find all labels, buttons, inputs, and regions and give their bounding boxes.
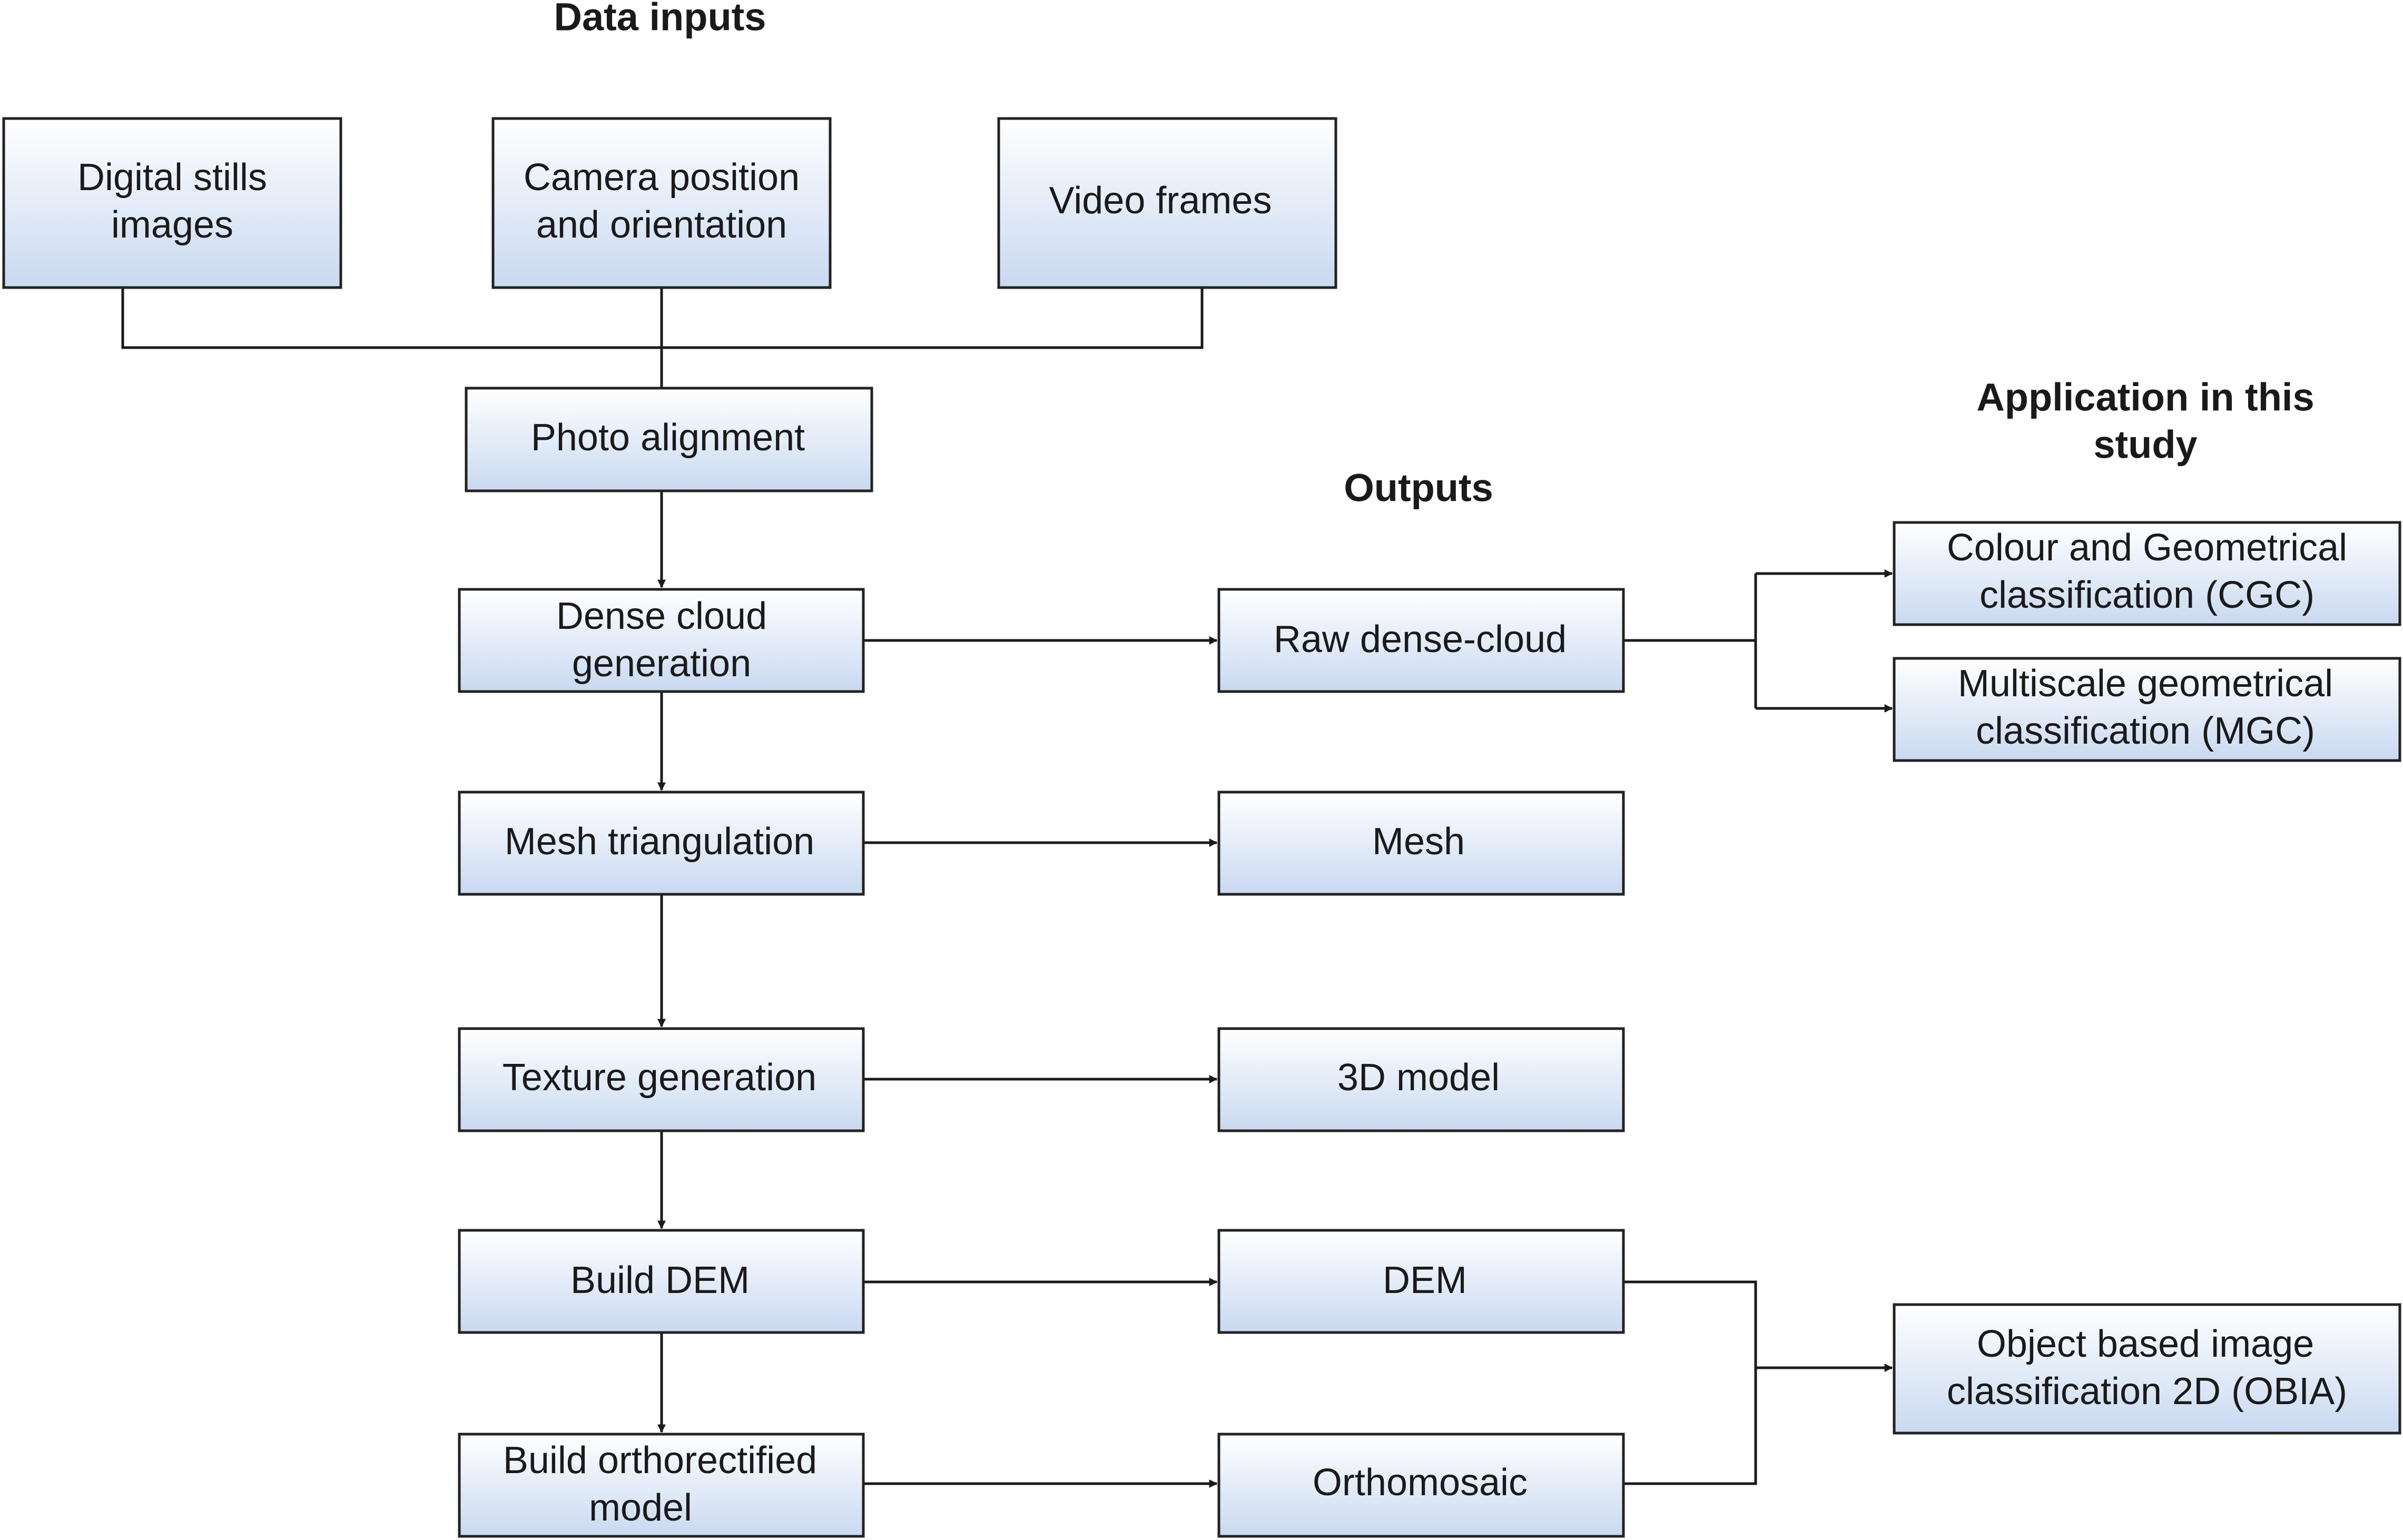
node-digital-stills-line-2: images	[111, 204, 233, 246]
node-3d-model-line-1: 3D model	[1337, 1057, 1500, 1099]
node-3d-model: 3D model	[1217, 1027, 1625, 1132]
node-obia-line-1: Object based image	[1977, 1323, 2314, 1365]
node-build-ortho: Build orthorectified model	[458, 1433, 865, 1538]
node-orthomosaic-line-1: Orthomosaic	[1313, 1462, 1528, 1504]
node-mgc: Multiscale geometrical classification (M…	[1893, 657, 2401, 762]
node-dem-output: DEM	[1217, 1229, 1625, 1334]
node-texture-generation: Texture generation	[458, 1027, 865, 1132]
heading-outputs-text: Outputs	[1344, 466, 1493, 510]
node-mesh-triangulation-line-1: Mesh triangulation	[505, 821, 814, 863]
node-cgc: Colour and Geometrical classification (C…	[1893, 521, 2401, 626]
node-build-dem: Build DEM	[458, 1229, 865, 1334]
node-camera-position-line-1: Camera position	[524, 156, 800, 199]
node-dense-cloud-line-2: generation	[572, 643, 751, 685]
node-mgc-line-1: Multiscale geometrical	[1958, 663, 2333, 705]
node-build-dem-line-1: Build DEM	[570, 1259, 750, 1301]
node-raw-dense-cloud-line-1: Raw dense-cloud	[1274, 618, 1567, 660]
node-dem-output-line-1: DEM	[1383, 1259, 1467, 1301]
node-dense-cloud: Dense cloud generation	[458, 588, 865, 693]
node-obia: Object based image classification 2D (OB…	[1893, 1303, 2401, 1435]
node-photo-alignment-line-1: Photo alignment	[531, 417, 805, 459]
node-mesh-output: Mesh	[1217, 791, 1625, 896]
node-cgc-line-2: classification (CGC)	[1979, 574, 2315, 616]
heading-data-inputs-text: Data inputs	[554, 0, 766, 39]
node-raw-dense-cloud: Raw dense-cloud	[1217, 588, 1625, 693]
node-build-ortho-line-1: Build orthorectified	[503, 1439, 817, 1482]
heading-application-line-1: Application in this	[1976, 376, 2314, 419]
node-texture-generation-line-1: Texture generation	[503, 1057, 816, 1099]
node-cgc-line-1: Colour and Geometrical	[1947, 527, 2347, 569]
node-obia-line-2: classification 2D (OBIA)	[1947, 1370, 2347, 1413]
heading-application: Application in this study	[1976, 376, 2314, 467]
node-video-frames: Video frames	[997, 117, 1337, 289]
heading-outputs: Outputs	[1344, 466, 1493, 510]
edge-dem-to-obia-join	[1623, 1280, 1757, 1485]
node-orthomosaic: Orthomosaic	[1217, 1433, 1625, 1538]
node-camera-position: Camera position and orientation	[491, 117, 832, 289]
node-mgc-line-2: classification (MGC)	[1976, 710, 2315, 752]
node-mesh-output-line-1: Mesh	[1372, 821, 1465, 863]
heading-application-line-2: study	[2093, 423, 2197, 467]
node-video-frames-line-1: Video frames	[1049, 180, 1272, 222]
node-dense-cloud-line-1: Dense cloud	[556, 595, 767, 637]
node-camera-position-line-2: and orientation	[536, 204, 787, 246]
heading-data-inputs: Data inputs	[554, 0, 766, 39]
node-digital-stills-line-1: Digital stills	[77, 156, 267, 199]
node-photo-alignment: Photo alignment	[465, 387, 873, 492]
node-digital-stills: Digital stills images	[2, 117, 342, 289]
node-build-ortho-line-2: model	[589, 1487, 692, 1529]
node-mesh-triangulation: Mesh triangulation	[458, 791, 865, 896]
connectors	[121, 288, 1893, 1488]
